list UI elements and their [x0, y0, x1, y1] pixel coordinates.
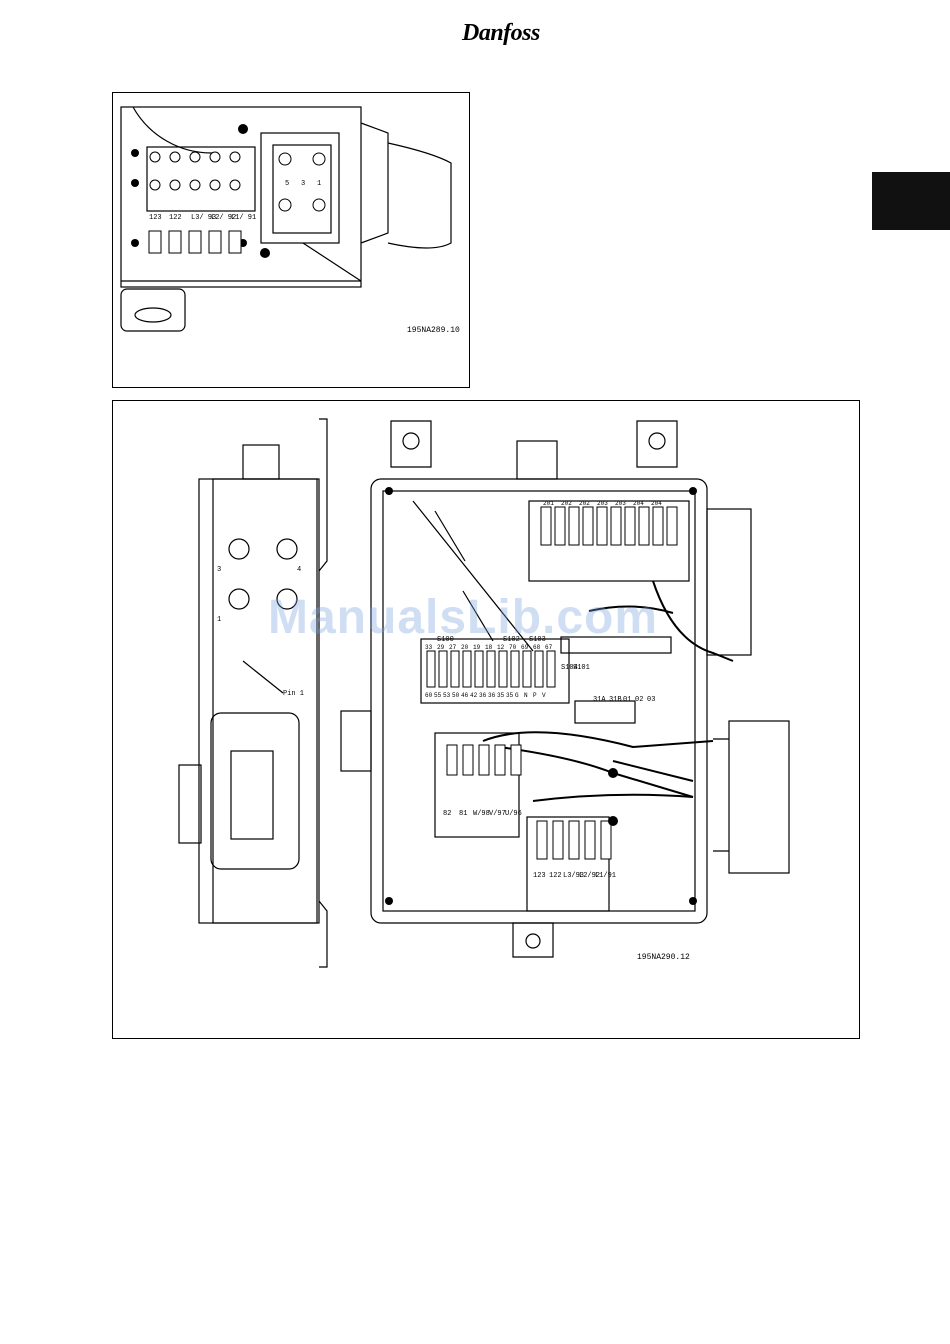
side-label-1: 1	[217, 616, 221, 624]
switch-label-s101: S101	[573, 664, 590, 672]
figure-mains-switch-detail: 123 122 L3/ 93 L2/ 92 L1/ 91 5 3 1 195NA…	[112, 92, 470, 388]
brake-label-03: 03	[647, 696, 655, 704]
control-terminal-label: V	[542, 692, 546, 699]
control-terminal-label: 35	[497, 692, 505, 699]
figure-code: 195NA289.10	[407, 326, 460, 335]
control-terminal-label-top: 68	[533, 644, 541, 651]
control-terminal-label-top: 67	[545, 644, 553, 651]
mains-terminal-122: 122	[549, 872, 562, 880]
mains-switch-drawing: 123 122 L3/ 93 L2/ 92 L1/ 91 5 3 1	[113, 93, 469, 387]
relay-terminal-label: 204	[633, 500, 644, 507]
watermark: ManualsLib.com	[268, 590, 658, 645]
enclosure-wiring-drawing: 3 4 1 Pin 1 82 81 W/98 V/97 U/96 123 122…	[113, 401, 859, 1038]
control-terminal-label-top: 33	[425, 644, 433, 651]
terminal-label-123: 123	[149, 214, 162, 222]
control-terminal-label: G	[515, 692, 519, 699]
control-terminal-label: 53	[443, 692, 451, 699]
mains-terminal-l1: L1/91	[595, 872, 616, 880]
terminal-label-122: 122	[169, 214, 182, 222]
control-terminal-label-top: 19	[473, 644, 481, 651]
relay-terminal-label: 203	[615, 500, 626, 507]
brake-label-01: 01	[623, 696, 631, 704]
switch-label-1: 1	[317, 180, 321, 188]
side-label-4: 4	[297, 566, 301, 574]
control-terminal-label: 60	[425, 692, 433, 699]
motor-terminal-82: 82	[443, 810, 451, 818]
control-terminal-label-top: 12	[497, 644, 505, 651]
pin-label: Pin 1	[283, 690, 304, 698]
control-terminal-label-top: 70	[509, 644, 517, 651]
brake-label-02: 02	[635, 696, 643, 704]
control-terminal-label: N	[524, 692, 528, 699]
control-terminal-label: 50	[452, 692, 460, 699]
relay-terminal-label: 201	[543, 500, 554, 507]
danfoss-logo: Danfoss	[462, 20, 540, 47]
figure-code: 195NA290.12	[637, 953, 690, 962]
motor-terminal-u: U/96	[505, 810, 522, 818]
control-terminal-label: P	[533, 692, 537, 699]
control-terminal-label: 55	[434, 692, 442, 699]
control-terminal-label-top: 27	[449, 644, 457, 651]
switch-label-3: 3	[301, 180, 305, 188]
control-terminal-label: 46	[461, 692, 469, 699]
control-terminal-label-top: 69	[521, 644, 529, 651]
motor-terminal-81: 81	[459, 810, 467, 818]
switch-label-5: 5	[285, 180, 289, 188]
control-terminal-label-top: 20	[461, 644, 469, 651]
relay-terminal-label: 202	[561, 500, 572, 507]
control-terminal-label: 35	[506, 692, 514, 699]
control-terminal-label: 42	[470, 692, 478, 699]
control-terminal-label: 36	[488, 692, 496, 699]
terminal-label-l1: L1/ 91	[231, 214, 256, 222]
motor-terminal-v: V/97	[489, 810, 506, 818]
motor-terminal-w: W/98	[473, 810, 490, 818]
relay-terminal-label: 202	[579, 500, 590, 507]
control-terminal-label: 36	[479, 692, 487, 699]
control-terminal-label-top: 29	[437, 644, 445, 651]
relay-terminal-label: 204	[651, 500, 662, 507]
brake-label-31a: 31A	[593, 696, 606, 704]
section-tab-marker	[872, 172, 950, 230]
relay-terminal-label: 203	[597, 500, 608, 507]
mains-terminal-123: 123	[533, 872, 546, 880]
side-label-3: 3	[217, 566, 221, 574]
brake-label-31b: 31B	[609, 696, 622, 704]
control-terminal-label-top: 18	[485, 644, 493, 651]
figure-enclosure-wiring: 3 4 1 Pin 1 82 81 W/98 V/97 U/96 123 122…	[112, 400, 860, 1039]
